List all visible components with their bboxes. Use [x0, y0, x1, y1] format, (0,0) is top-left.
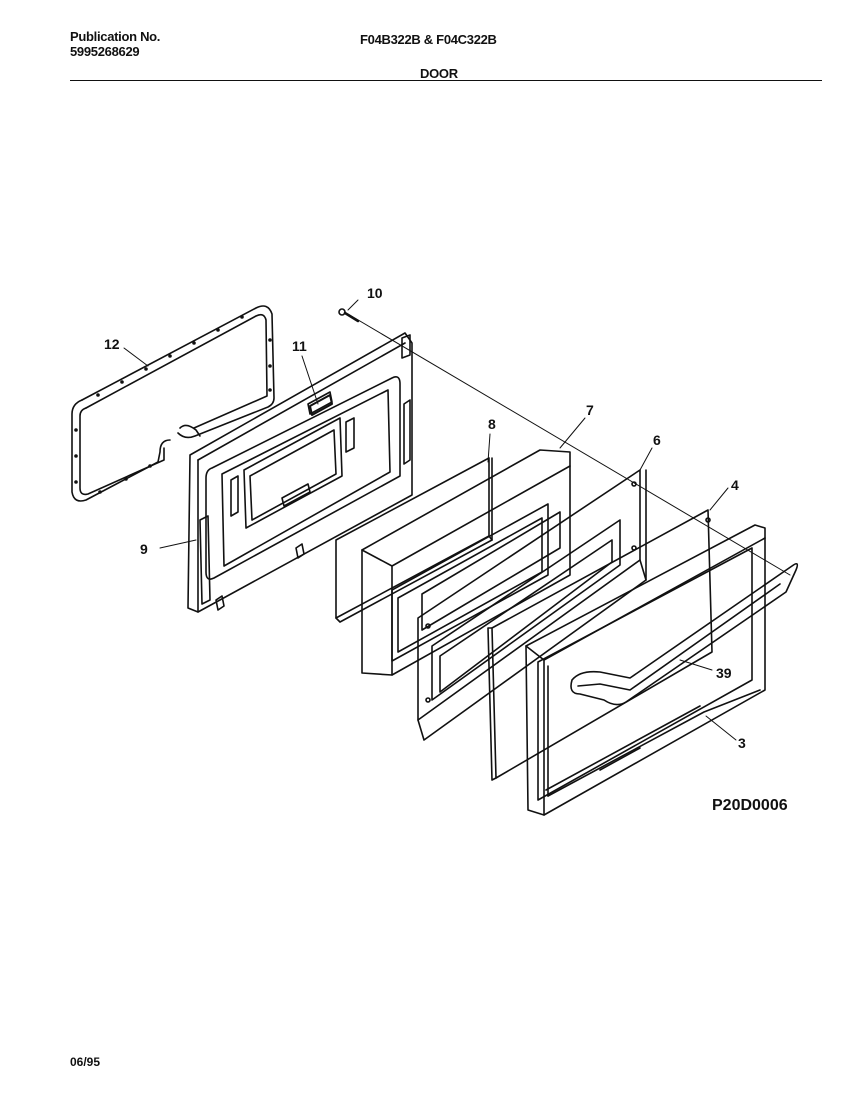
callout-label-3: 3 [738, 735, 746, 751]
callout-label-7: 7 [586, 402, 594, 418]
outer-door-panel-part [179, 332, 413, 613]
header-rule [70, 80, 822, 81]
screw-part [338, 308, 360, 323]
callout-label-39: 39 [716, 665, 732, 681]
callout-label-4: 4 [731, 477, 739, 493]
glass-frame-part [417, 469, 647, 741]
assembly-guide-line [347, 313, 791, 576]
leader-lines [123, 299, 737, 741]
bracket-part [309, 394, 333, 416]
handle-part [570, 562, 799, 706]
callout-label-8: 8 [488, 416, 496, 432]
callout-label-6: 6 [653, 432, 661, 448]
section-title: DOOR [420, 66, 458, 81]
callout-label-11: 11 [292, 338, 307, 354]
date-code: 06/95 [70, 1055, 101, 1069]
model-numbers: F04B322B & F04C322B [360, 32, 497, 47]
window-glass-part [487, 509, 713, 781]
diagram-reference-code: P20D0006 [712, 797, 788, 814]
publication-label: Publication No. [70, 29, 161, 44]
callout-label-9: 9 [140, 541, 148, 557]
door-frame-part [525, 524, 766, 816]
insulation-pad-part [335, 457, 493, 623]
publication-number: 5995268629 [70, 44, 140, 59]
inner-liner-part [361, 449, 571, 676]
callout-label-12: 12 [104, 336, 120, 352]
gasket-part [71, 305, 275, 502]
callout-label-10: 10 [367, 285, 383, 301]
